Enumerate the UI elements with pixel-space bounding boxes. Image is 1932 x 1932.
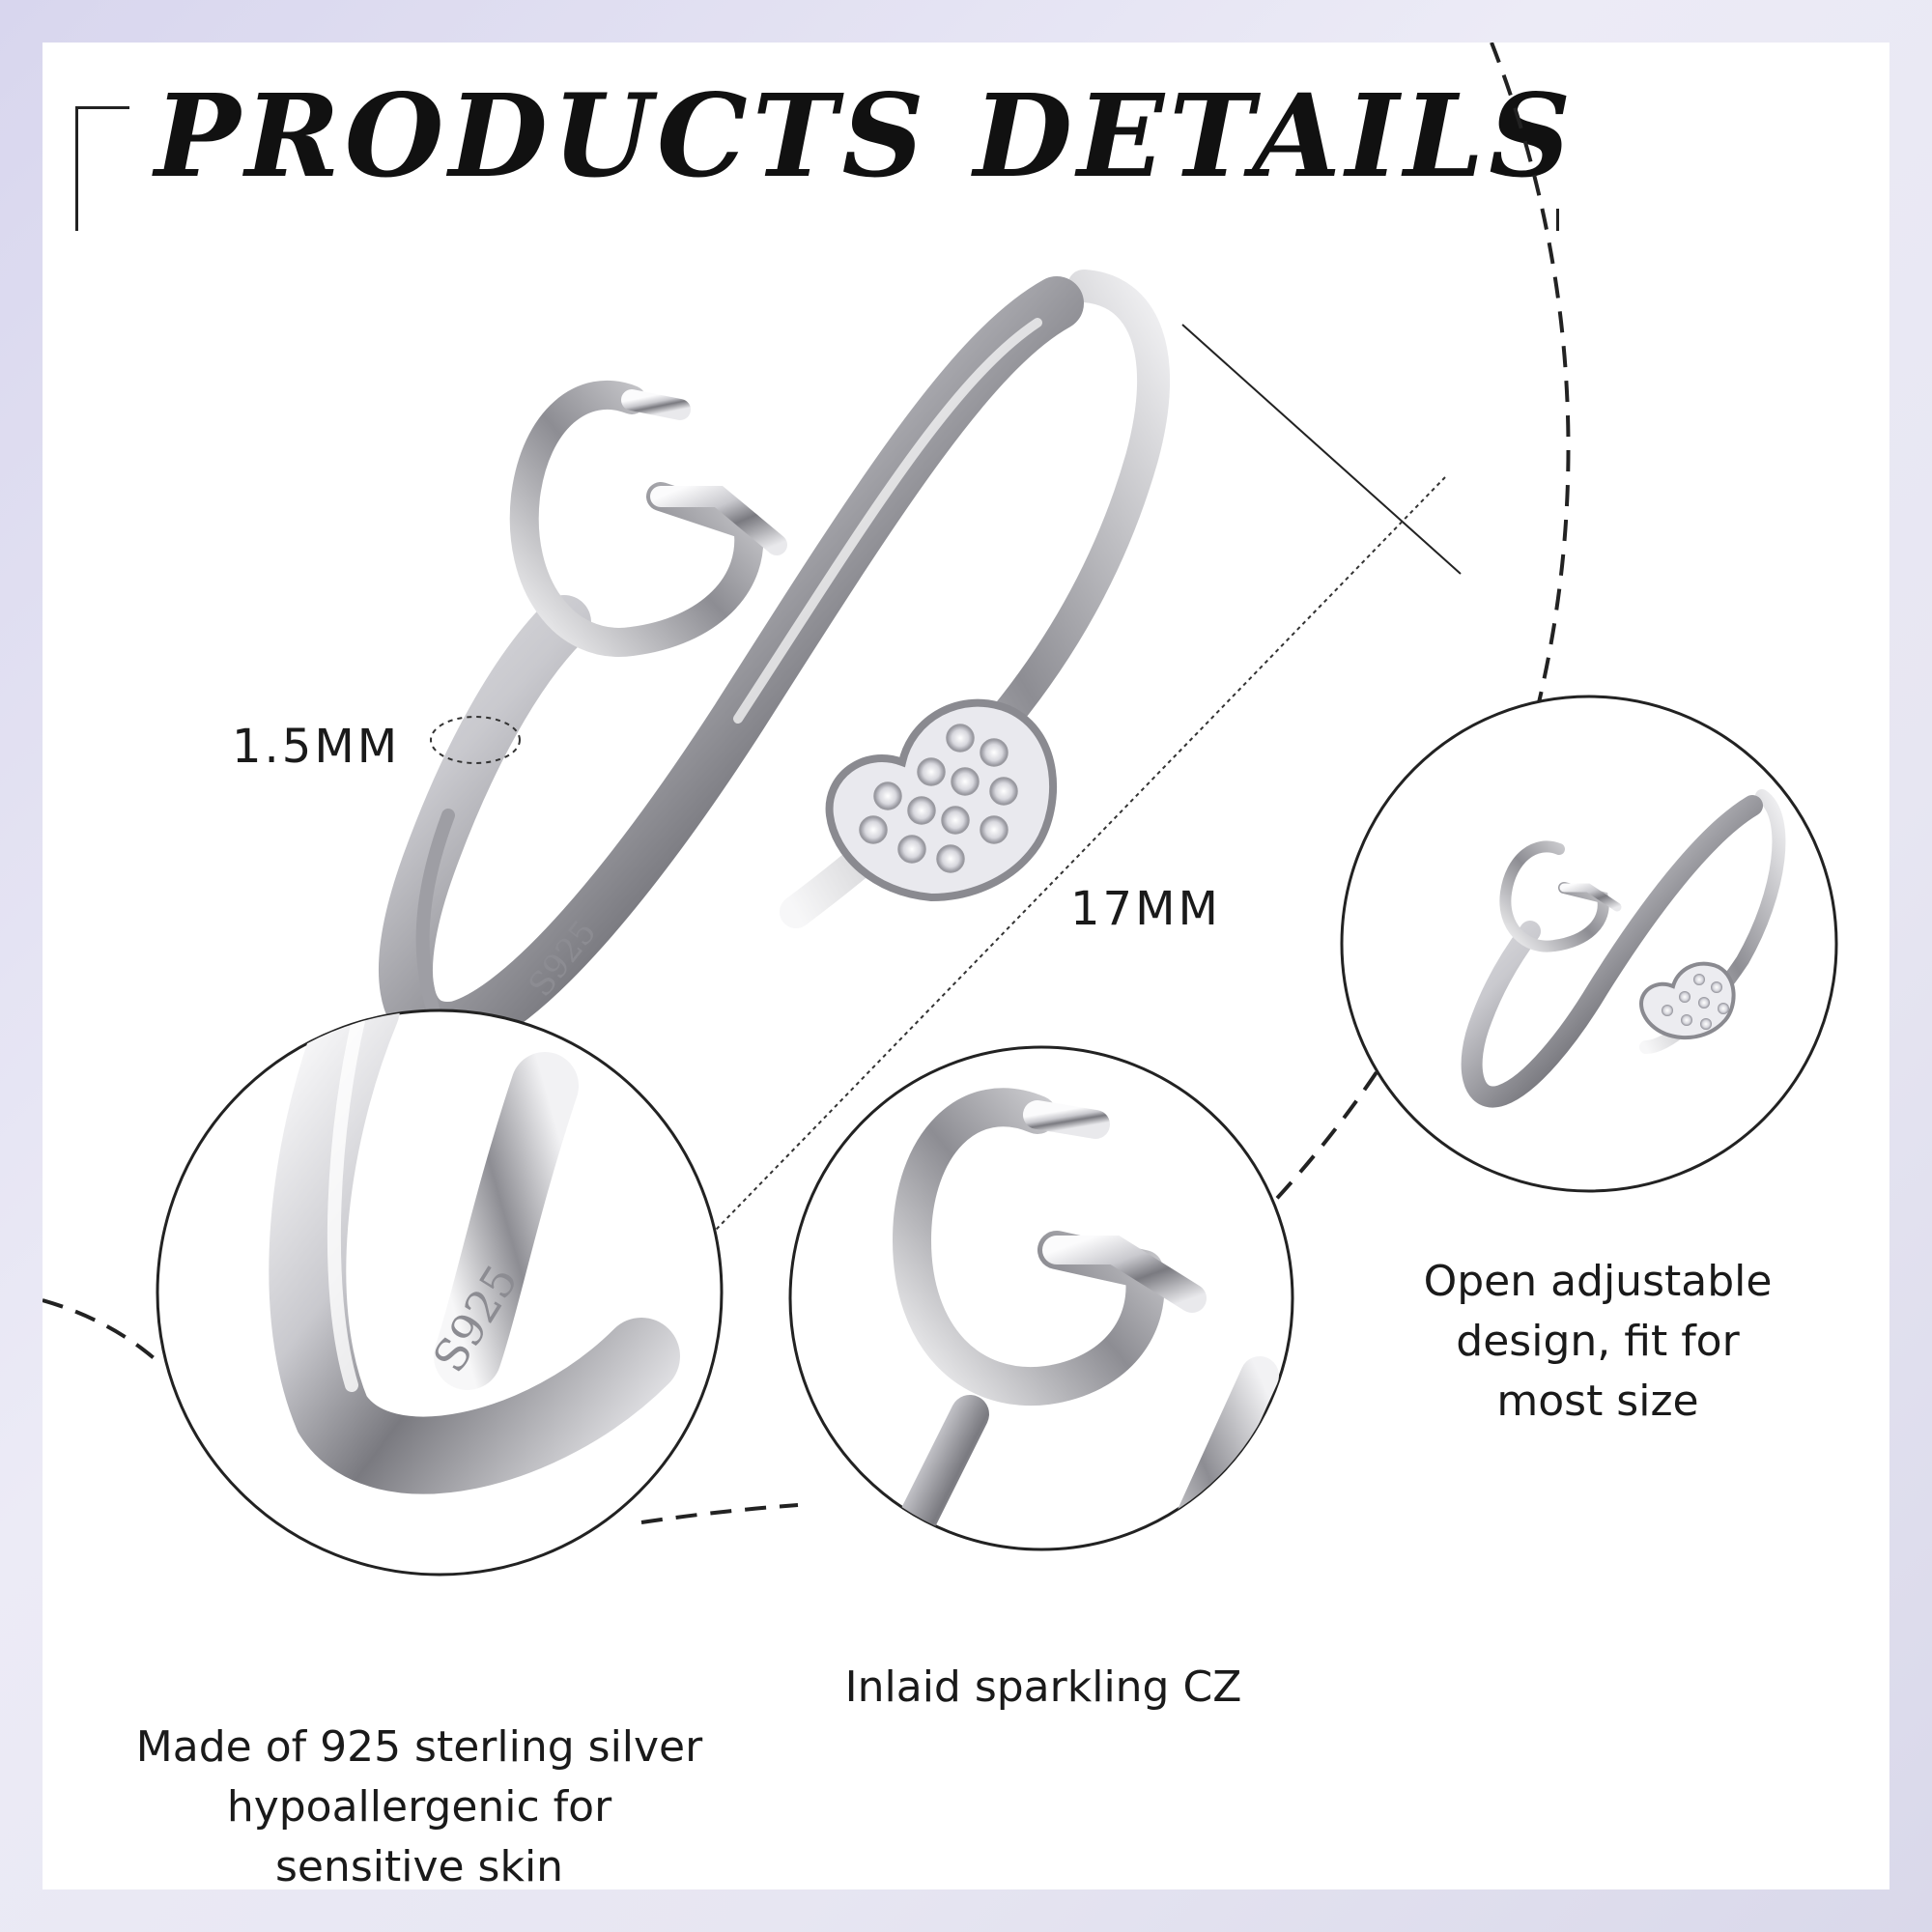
detail-circle-band: S925 — [156, 1009, 724, 1577]
feature-adjustable-label: Open adjustable design, fit for most siz… — [1423, 1257, 1773, 1426]
dimension-line-top — [1181, 324, 1462, 575]
detail-circle-letter — [788, 1045, 1294, 1551]
band-width-marker — [430, 716, 521, 764]
feature-stones-label: Inlaid sparkling CZ — [844, 1662, 1242, 1712]
letter-g-charm — [509, 381, 764, 657]
product-illustration: S925 — [43, 43, 1838, 1577]
dashed-connector — [640, 1503, 799, 1524]
dimension-line-diagonal — [656, 476, 1446, 1292]
main-ring-image: S925 — [379, 270, 1170, 1134]
detail-circle-full-ring — [1340, 695, 1838, 1193]
dashed-arc-left — [43, 1298, 160, 1364]
product-details-panel: PRODUCTS DETAILS — [43, 43, 1889, 1889]
dashed-arc — [1238, 43, 1571, 1238]
page-title: PRODUCTS DETAILS — [129, 64, 1602, 209]
ring-width-label: 17MM — [1070, 882, 1221, 936]
heart-charm — [825, 698, 1058, 902]
band-width-label: 1.5MM — [232, 720, 401, 774]
feature-material-label: Made of 925 sterling silver hypoallergen… — [135, 1722, 703, 1889]
